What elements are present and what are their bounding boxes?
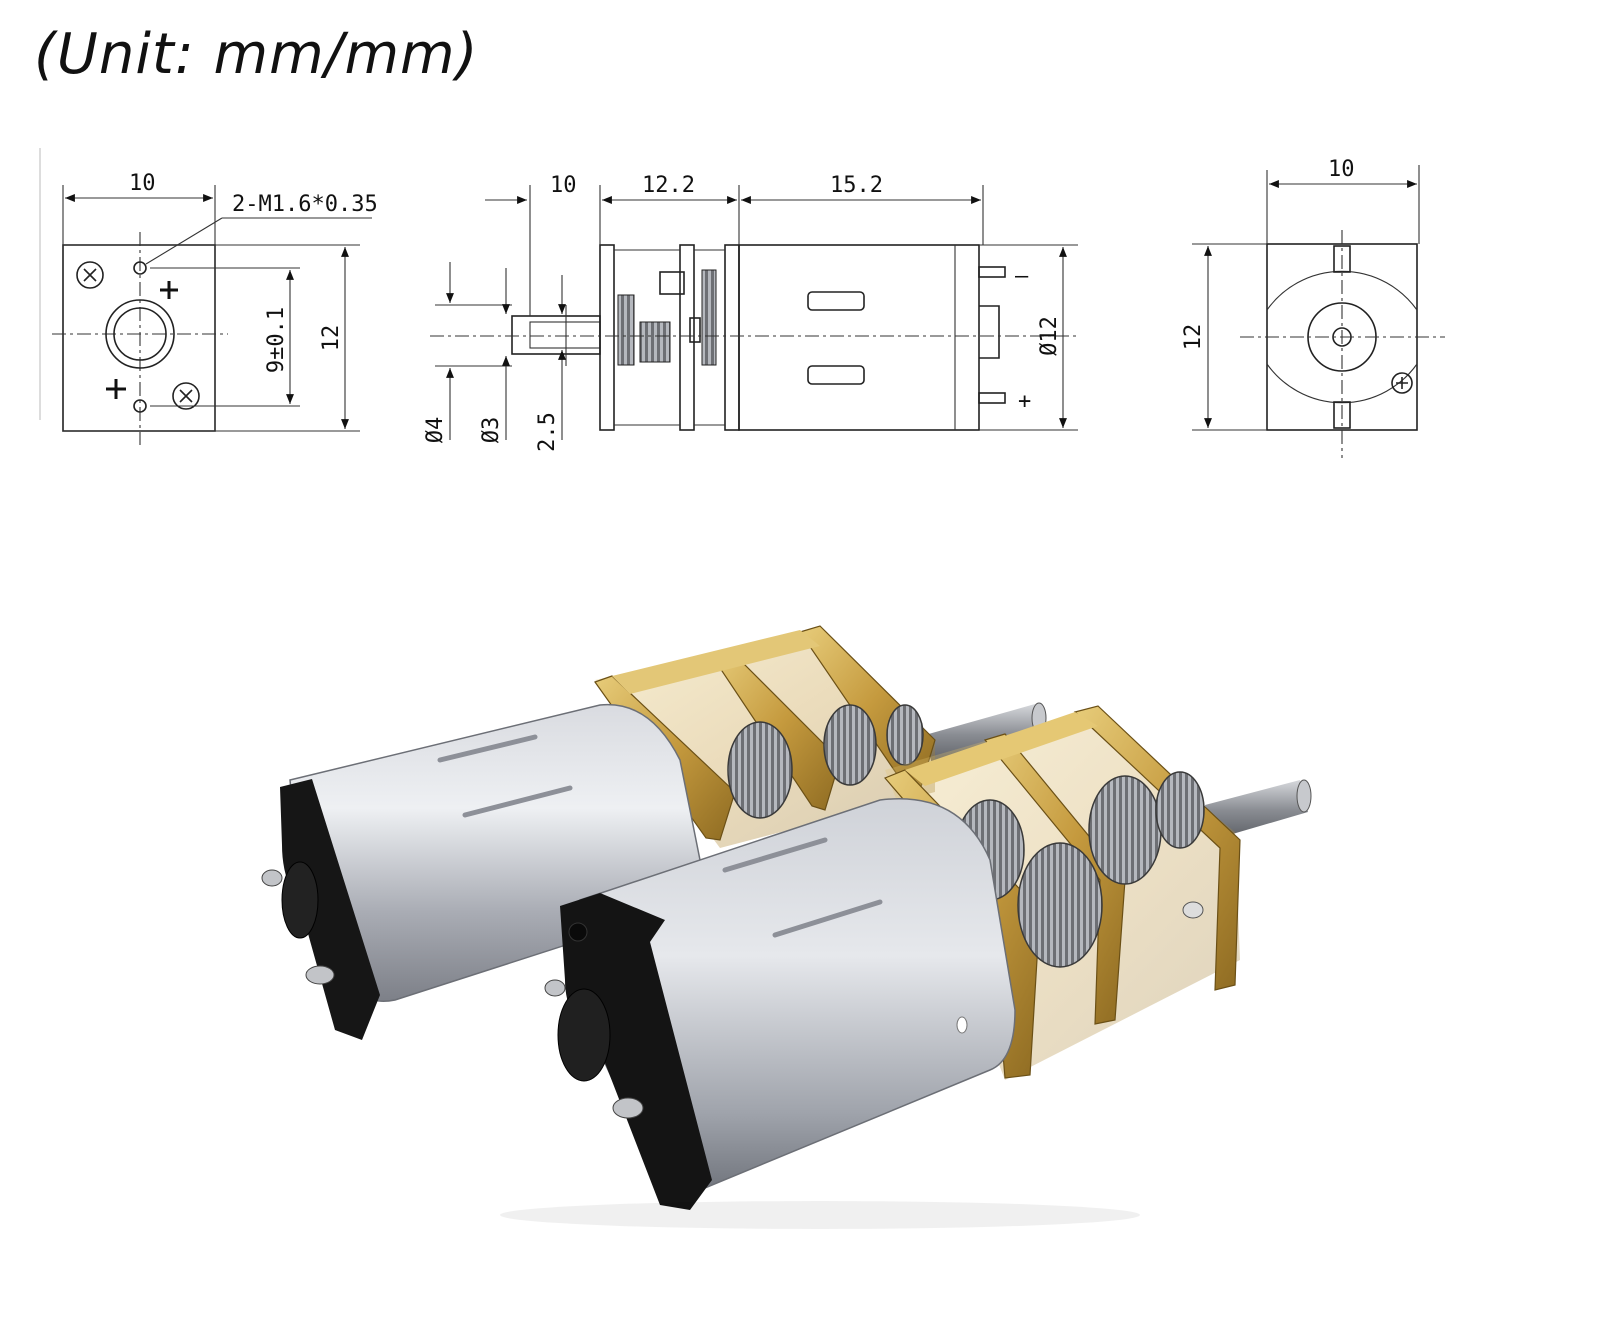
gear-icon [823,704,877,786]
screw-icon [76,261,200,410]
terminal-tab [305,965,335,985]
rear-width-label: 10 [1328,157,1355,182]
flat-label: 2.5 [535,412,560,452]
front-view: 2-M1.6*0.35 10 9±0.1 12 [39,148,378,445]
unit-title: (Unit: mm/mm) [34,22,479,87]
front-height-label: 12 [319,325,344,352]
front-body-outline [62,244,216,432]
gearbox-plate [599,244,615,431]
front-width-label: 10 [129,171,156,196]
gear-icon [727,721,793,819]
thread-spec-label: 2-M1.6*0.35 [232,192,378,217]
brush-slot [1333,245,1351,273]
terminal-plus-label: + [1018,389,1031,414]
gear-icon [1088,775,1162,885]
shaft-length-label: 10 [550,173,577,198]
motor-length-label: 15.2 [830,173,883,198]
gearbox-plate [679,244,695,431]
gear-icon [639,321,671,363]
terminal-tab [978,392,1006,404]
gearbox-length-label: 12.2 [642,173,695,198]
side-view: — + 10 12.2 15.2 Ø12 Ø4 Ø3 2.5 [423,173,1080,452]
dia-3-label: Ø3 [479,417,504,444]
rear-height-label: 12 [1181,324,1206,351]
mount-hole-top [133,261,147,275]
rear-view: 10 12 [1181,157,1445,458]
hole-spacing-label: 9±0.1 [264,307,289,373]
micro-gear-motor-photo [261,625,1312,1229]
plus-mark-icon [160,281,178,299]
screw-icon [1391,372,1413,394]
motor-can [738,244,980,431]
mount-hole-bottom [133,399,147,413]
terminal-tab [612,1097,644,1119]
gear-icon [701,269,717,366]
terminal-minus-label: — [1015,264,1029,289]
front-motor [500,705,1312,1229]
gear-icon [1017,842,1103,968]
can-slot [807,291,865,311]
motor-diameter-label: Ø12 [1037,316,1062,356]
gear-icon [617,294,635,366]
dia-4-label: Ø4 [423,417,448,444]
can-slot [807,365,865,385]
plus-mark-icon [106,379,126,399]
gearbox-plate [724,244,740,431]
brush-slot [1333,401,1351,429]
terminal-tab [978,266,1006,278]
front-output-boss [105,299,175,369]
